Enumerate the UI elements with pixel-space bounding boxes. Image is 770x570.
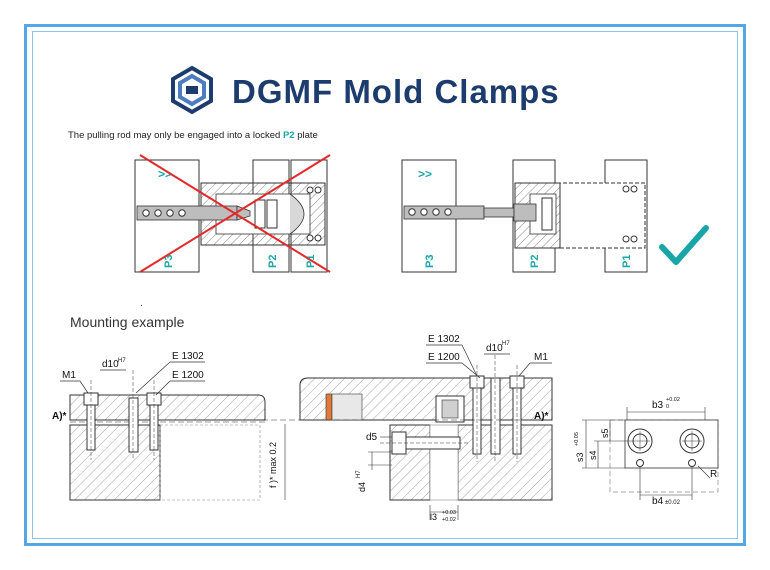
center-l3-tol-top: +0.03 [442,510,456,516]
right-b3-tol-top: +0.02 [666,397,680,403]
outer-frame [24,24,746,546]
center-l3-label: l3 [430,512,437,522]
note-prefix: The pulling rod may only be engaged into… [68,130,283,141]
wrong-engagement-diagram: >> P3 P2 P1 [134,154,331,273]
center-d5-label: d5 [366,432,378,443]
right-s4-label: s4 [588,450,598,460]
checkmark-icon [659,225,709,265]
left-label-p2: P2 [267,255,279,268]
left-arrows: >> [158,167,172,181]
center-d10-label: d10 [486,343,503,354]
right-label-p2: P2 [529,255,541,268]
stray-dot: . [140,298,143,309]
mounting-title: Mounting example [70,314,185,330]
correct-engagement-diagram: >> P3 P2 P1 [401,159,709,273]
left-d10-label: d10 [102,359,119,370]
right-s5-label: s5 [600,428,610,438]
right-b3-tol-bot: 0 [666,404,669,410]
right-b4-tol: ±0.02 [665,500,681,506]
right-s3-label: s3 [575,452,585,462]
logo-title: DGMF Mold Clamps [232,73,560,110]
right-b3-label: b3 [652,400,664,411]
mounting-left-drawing: M1 d10 H7 E 1302 E 1200 A)* [52,351,266,501]
left-e1200-label: E 1200 [172,370,204,381]
center-d4-label: d4 [357,482,367,492]
center-d10-sup: H7 [502,341,510,347]
right-s3-tol: +0.05 [574,432,580,446]
left-d10-sup: H7 [118,358,126,364]
right-b4-label: b4 [652,496,664,507]
center-m1-label: M1 [534,352,548,363]
logo-icon [171,65,213,115]
left-label-p3: P3 [163,255,175,268]
note-highlight: P2 [283,130,295,141]
right-label-p3: P3 [424,255,436,268]
center-d4-sup: H7 [356,470,362,478]
inner-frame [32,31,738,539]
left-a-label: A)* [52,411,67,422]
right-arrows: >> [418,167,432,181]
center-e1302-label: E 1302 [428,334,460,345]
right-label-p1: P1 [621,255,633,268]
mounting-right-drawing: b3 +0.02 0 s3 +0.05 s4 s5 b4 ±0.02 R [574,397,719,507]
left-m1-label: M1 [62,370,76,381]
engagement-note: The pulling rod may only be engaged into… [68,130,318,141]
mounting-center-drawing: E 1302 E 1200 d10 H7 M1 A)* f )* max 0.2… [262,334,553,523]
cross-icon-2 [139,154,331,273]
center-l3-tol-bot: +0.02 [442,517,456,523]
center-f-label: f )* max 0.2 [268,442,278,488]
center-a-label: A)* [534,411,549,422]
center-e1200-label: E 1200 [428,352,460,363]
left-e1302-label: E 1302 [172,351,204,362]
right-r-label: R [710,469,717,480]
note-suffix: plate [295,130,318,141]
